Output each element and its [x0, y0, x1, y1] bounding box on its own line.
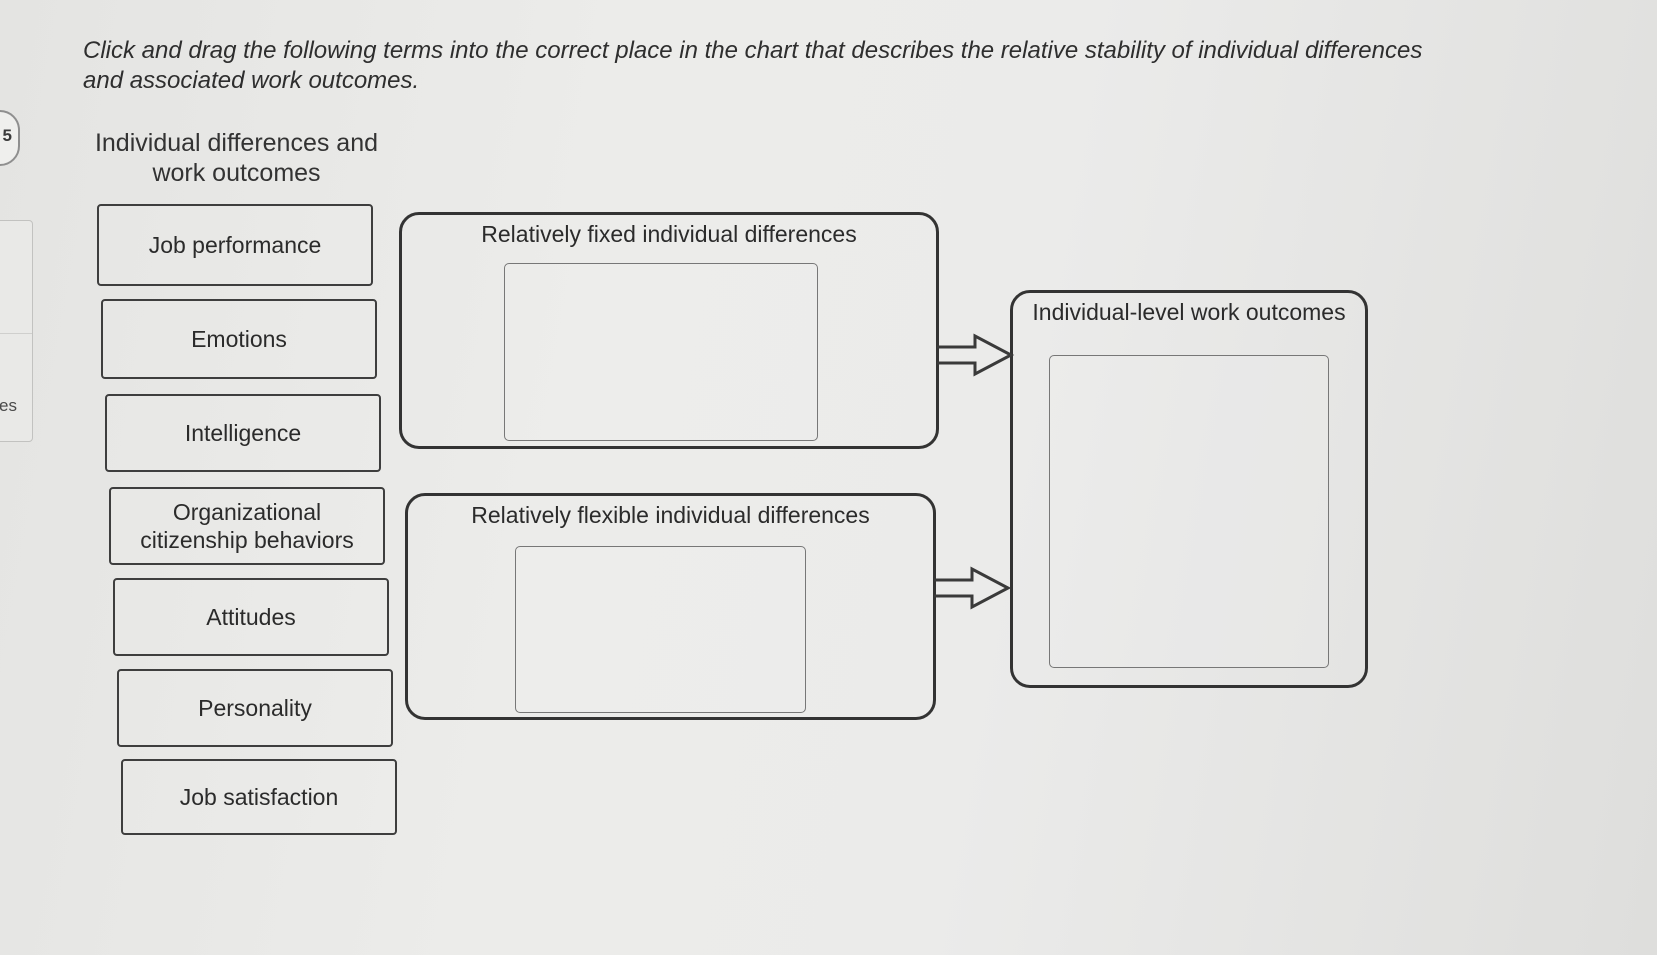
term-attitudes[interactable]: Attitudes — [113, 578, 389, 656]
flexible-differences-box: Relatively flexible individual differenc… — [405, 493, 936, 720]
term-bank-heading: Individual differences and work outcomes — [94, 129, 379, 187]
fixed-differences-box: Relatively fixed individual differences — [399, 212, 939, 449]
side-panel-divider — [0, 333, 32, 334]
work-outcomes-title: Individual-level work outcomes — [1032, 299, 1346, 325]
term-emotions[interactable]: Emotions — [101, 299, 377, 379]
side-panel-label: es — [0, 396, 17, 415]
flexible-differences-title: Relatively flexible individual differenc… — [471, 502, 870, 528]
work-outcomes-drop-zone[interactable] — [1049, 355, 1329, 668]
term-intelligence[interactable]: Intelligence — [105, 394, 381, 472]
work-outcomes-box: Individual-level work outcomes — [1010, 290, 1368, 688]
term-job-performance[interactable]: Job performance — [97, 204, 373, 286]
instruction-text: Click and drag the following terms into … — [83, 37, 1423, 94]
fixed-differences-title: Relatively fixed individual differences — [481, 221, 857, 247]
term-job-satisfaction[interactable]: Job satisfaction — [121, 759, 397, 835]
fixed-differences-drop-zone[interactable] — [504, 263, 818, 441]
term-personality[interactable]: Personality — [117, 669, 393, 747]
question-number: 5 — [2, 126, 12, 145]
term-organizational-citizenship-behaviors[interactable]: Organizational citizenship behaviors — [109, 487, 385, 565]
flexible-differences-drop-zone[interactable] — [515, 546, 806, 713]
right-arrow-icon — [934, 566, 1012, 610]
right-arrow-icon — [937, 333, 1015, 377]
side-panel[interactable]: es — [0, 220, 33, 442]
question-number-badge[interactable]: 5 — [0, 110, 20, 166]
